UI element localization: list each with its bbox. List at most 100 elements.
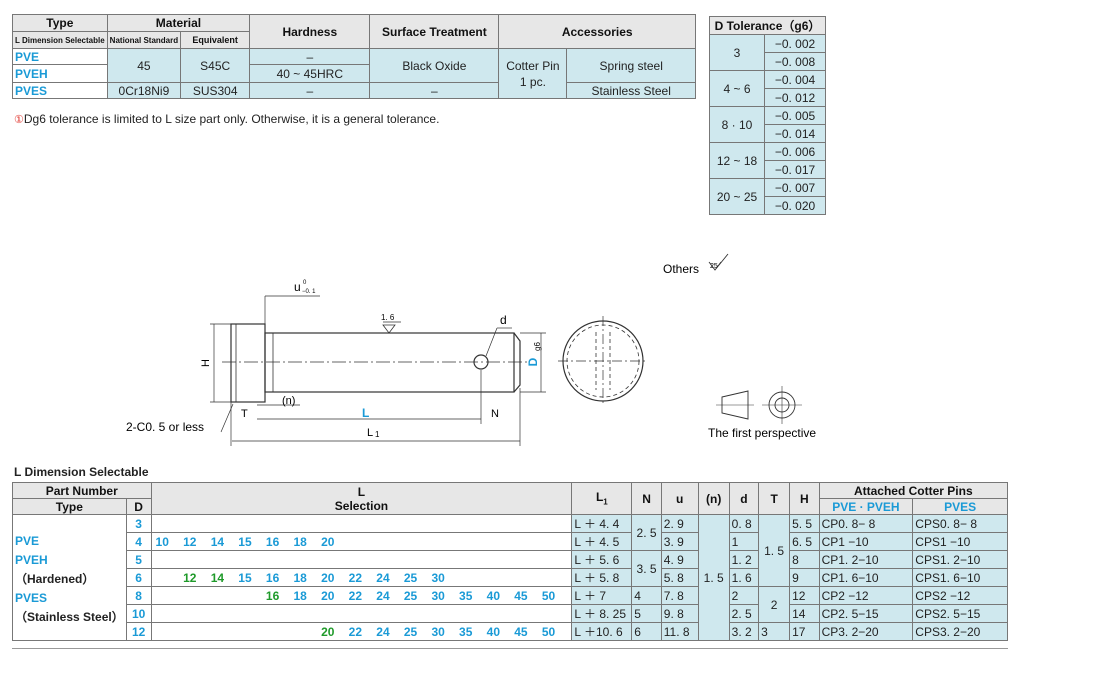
l-selection-value: 35 (459, 588, 473, 603)
l-selection-value: 30 (431, 588, 445, 603)
l-selection-value: 50 (541, 588, 556, 603)
acc-cotter-pin: Cotter Pin 1 pc. (498, 48, 568, 99)
l-selection-value: 20 (321, 570, 335, 585)
cp-value: CP1 −10 (818, 532, 914, 551)
technical-drawing: Others 25 1. 6 u 0 −0. 1 d H D g6 2-C0. … (126, 253, 816, 446)
l-selection-value: 45 (514, 588, 528, 603)
d-value: 12 (125, 622, 152, 641)
l-selection-value: 22 (348, 588, 363, 603)
hdr-type: Type (12, 14, 108, 32)
hdr-material: Material (106, 14, 251, 32)
u-value: 2. 9 (660, 514, 699, 533)
cps-value: CPS1. 2−10 (912, 550, 1008, 569)
h-value: 5. 5 (789, 514, 820, 533)
hdr-part-number: Part Number (12, 482, 152, 499)
hdr-selection: Selection (334, 498, 389, 513)
u-tol-top: 0 (303, 280, 307, 286)
n-paren-label: (n) (282, 395, 295, 407)
h-value: 8 (789, 550, 820, 569)
hdr-h: H (789, 482, 820, 515)
dd-value: 2. 5 (728, 604, 760, 623)
n-value: 6 (631, 622, 662, 641)
hdr-t: T (758, 482, 791, 515)
tol-upper: −0. 006 (764, 142, 826, 161)
n-value: 3. 5 (631, 550, 662, 587)
l-selection-value: 22 (348, 624, 363, 639)
d-value: 8 (125, 586, 152, 605)
l-selection-value: 24 (376, 624, 390, 639)
l-selection-value: 24 (376, 588, 390, 603)
l1-value: L ＋ 4. 5 (571, 532, 633, 551)
equiv-pves: SUS304 (180, 82, 251, 99)
hdr-surface: Surface Treatment (369, 14, 500, 49)
hdr-acp: Attached Cotter Pins (818, 482, 1009, 499)
hardness-pve: – (249, 48, 371, 65)
cp-value: CP1. 2−10 (818, 550, 914, 569)
h-label: H (200, 359, 212, 367)
ldim-title: L Dimension Selectable (14, 465, 149, 479)
tol-lower: −0. 014 (764, 124, 826, 143)
l-selection-value: 20 (321, 588, 335, 603)
note-icon: ① (14, 114, 24, 126)
hdr-national: National Standard (106, 31, 182, 49)
ltype-pve: PVE (15, 534, 40, 548)
n-value: 2. 5 (631, 514, 662, 551)
l-selection-value: 10 (155, 534, 169, 549)
hdr-d-small: d (728, 482, 760, 515)
l1-value: L ＋ 7 (571, 586, 633, 605)
hardness-pveh: 40 ~ 45HRC (249, 64, 371, 83)
hdr-u: u (660, 482, 699, 515)
hdr-pves: PVES (912, 498, 1008, 515)
pin-shank (264, 332, 515, 393)
u-value: 9. 8 (660, 604, 699, 623)
n-label: N (491, 408, 499, 420)
l-selection-value: 20 (321, 534, 335, 549)
spec-note: ①Dg6 tolerance is limited to L size part… (14, 112, 439, 126)
dd-value: 2 (728, 586, 760, 605)
h-value: 9 (789, 568, 820, 587)
hdr-n: N (631, 482, 662, 515)
l-selection-value: 45 (514, 624, 528, 639)
type-labels: PVE PVEH （Hardened） PVES （Stainless Stee… (12, 514, 127, 641)
ltype-pves: PVES (15, 591, 48, 605)
dd-value: 0. 8 (728, 514, 760, 533)
tol-lower: −0. 017 (764, 160, 826, 179)
mat-pves: 0Cr18Ni9 (106, 82, 182, 99)
dd-value: 1. 6 (728, 568, 760, 587)
t-label: T (241, 408, 248, 420)
cps-value: CPS2. 5−15 (912, 604, 1008, 623)
ldim-table: Part Number L Selection L1 N u (n) d T H… (12, 482, 1009, 641)
l-selection-value: 24 (376, 570, 390, 585)
l-selection-value: 18 (293, 570, 307, 585)
d-value: 6 (125, 568, 152, 587)
hdr-l-selectable: L Dimension Selectable (12, 31, 108, 49)
acc-stainless-steel: Stainless Steel (566, 82, 696, 99)
dd-value: 1 (728, 532, 760, 551)
d-value: 10 (125, 604, 152, 623)
u-label: u (294, 280, 301, 294)
cps-value: CPS1 −10 (912, 532, 1008, 551)
hdr-type-col: Type (12, 498, 127, 515)
l-selection-value: 16 (265, 534, 280, 549)
tolerance-table: D Tolerance（g6） 3−0. 002 −0. 008 4 ~ 6−0… (709, 16, 826, 215)
l1-value: L ＋ 8. 25 (571, 604, 633, 623)
hdr-l: L (357, 484, 366, 499)
l-selection-value: 14 (210, 534, 225, 549)
cps-value: CPS3. 2−20 (912, 622, 1008, 641)
l-selection-value: 15 (238, 570, 252, 585)
cp-value: CP3. 2−20 (818, 622, 914, 641)
l-selection-value: 40 (486, 588, 500, 603)
pin-tip (513, 332, 521, 393)
tol-d: 12 ~ 18 (709, 142, 765, 179)
equiv-pve: S45C (180, 48, 251, 83)
acc-cotter-pin-label: Cotter Pin (506, 58, 560, 73)
main-roughness: 1. 6 (381, 313, 395, 322)
acc-spring-steel: Spring steel (566, 48, 696, 83)
l1-sub: 1 (375, 430, 380, 439)
mat-pve: 45 (106, 48, 182, 83)
selection-row (150, 550, 573, 569)
n-value: 4 (631, 586, 662, 605)
u-value: 5. 8 (660, 568, 699, 587)
others-roughness: 25 (710, 263, 718, 270)
tol-d: 8 · 10 (709, 106, 765, 143)
